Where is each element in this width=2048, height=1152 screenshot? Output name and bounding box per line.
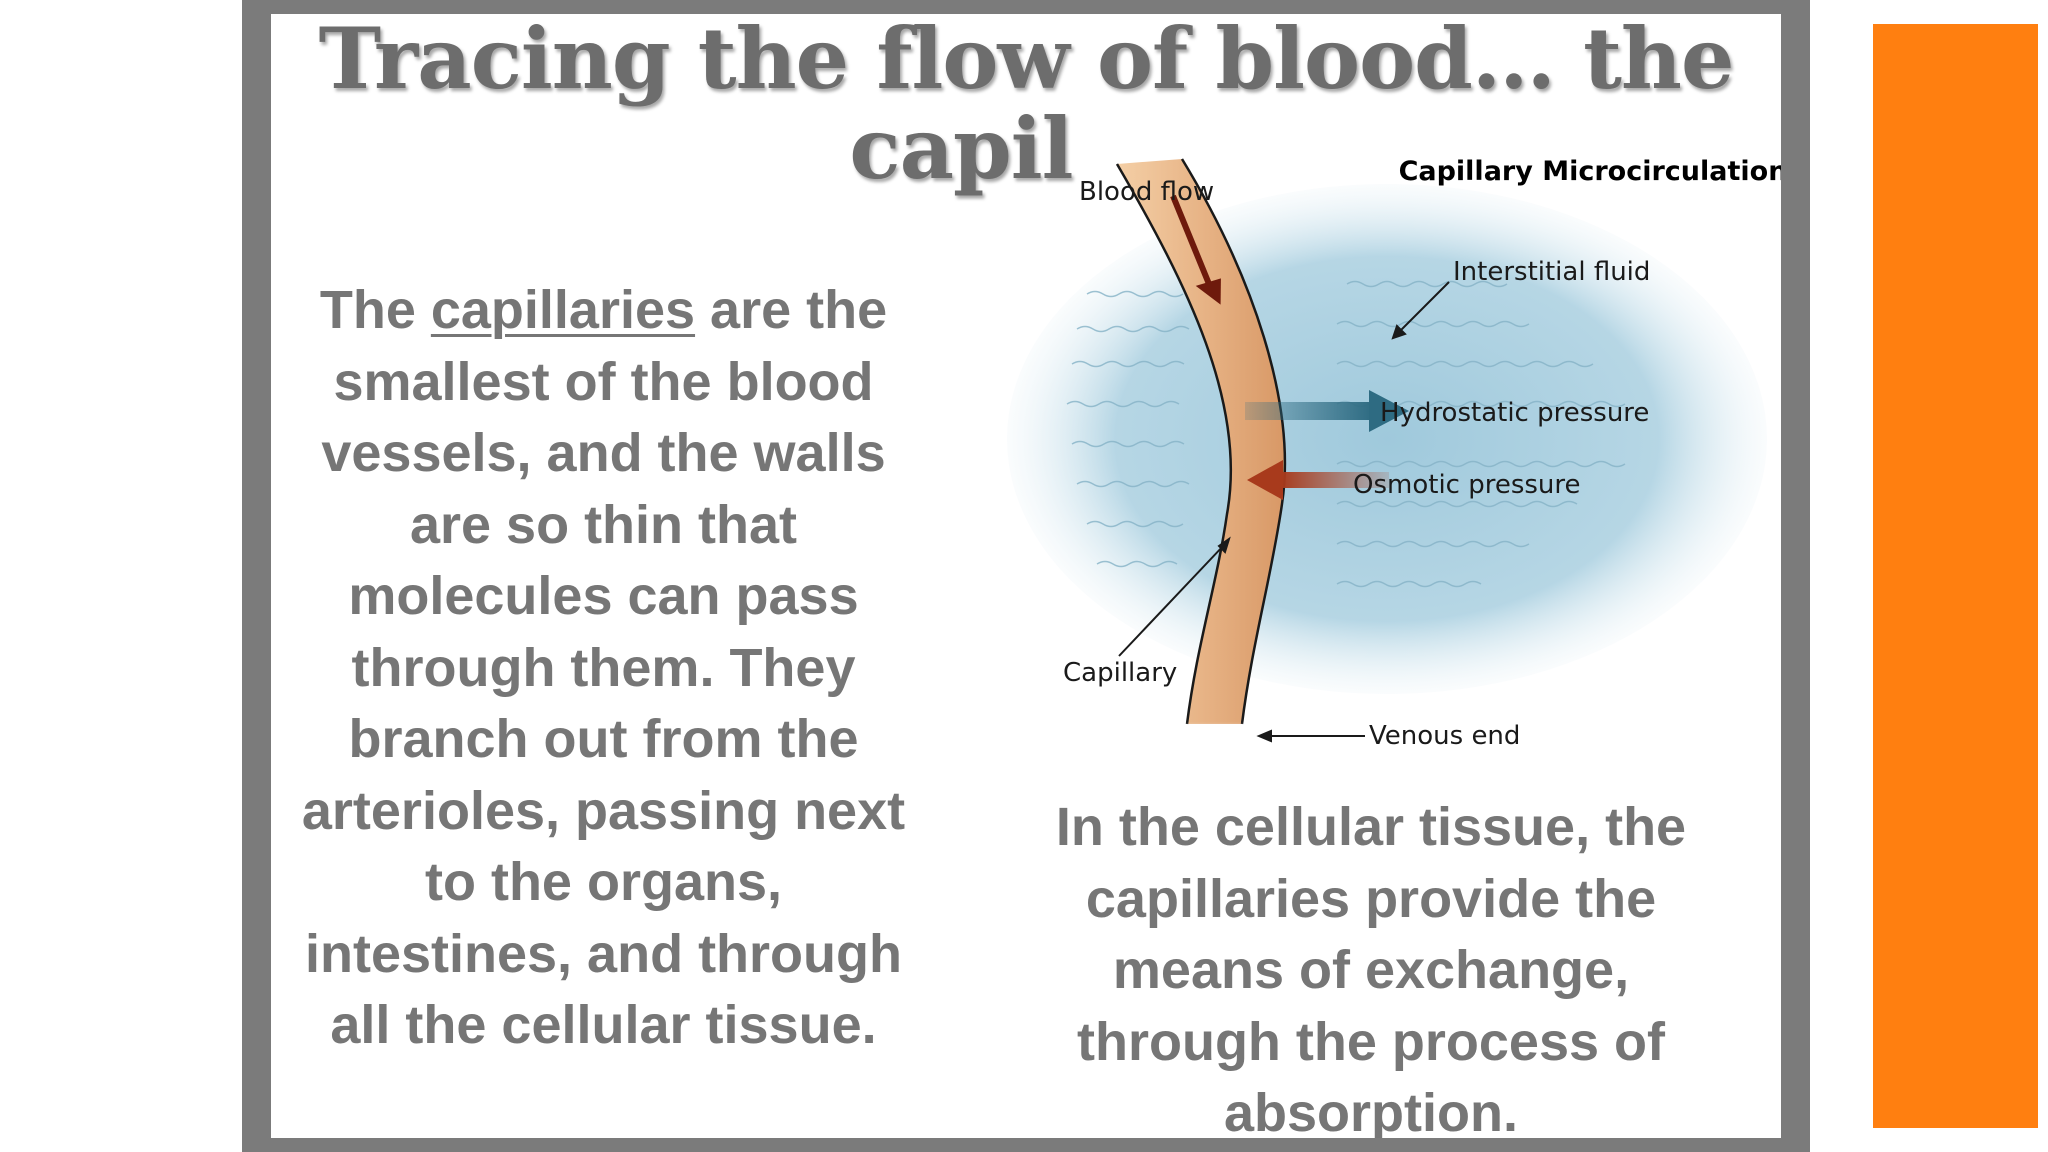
interstitial-fluid-label: Interstitial fluid (1453, 257, 1650, 287)
title-line-2: capil (849, 99, 1073, 198)
label-pointers (1118, 281, 1450, 743)
venous-end-label: Venous end (1369, 721, 1520, 751)
capillary-microcirculation-diagram: Capillary Microcirculation Blood flow In… (997, 134, 1781, 774)
fluid-wave-lines (1066, 280, 1626, 588)
description-body: are the smallest of the blood vessels, a… (301, 280, 906, 1055)
accent-bar (1873, 24, 2038, 1128)
hydrostatic-pressure-arrow (1245, 390, 1409, 432)
capillaries-description: The capillaries are the smallest of the … (291, 275, 916, 1062)
capillaries-link[interactable]: capillaries (430, 280, 696, 340)
osmotic-pressure-arrow (1247, 460, 1389, 500)
capillary-label: Capillary (1063, 658, 1177, 688)
diagram-title: Capillary Microcirculation (1399, 156, 1781, 187)
capillary-fade (1147, 654, 1287, 734)
diagram-svg: Capillary Microcirculation Blood flow In… (1007, 156, 1781, 751)
capillary-wall-left (1115, 163, 1233, 725)
blood-flow-arrow (1170, 194, 1221, 305)
osmotic-pressure-label: Osmotic pressure (1353, 470, 1581, 500)
title-line-1: Tracing the flow of blood… the (318, 14, 1735, 108)
slide-title: Tracing the flow of blood… the capil (271, 14, 1781, 194)
description-lead: The (319, 280, 431, 340)
capillary-vessel (1117, 159, 1285, 724)
hydrostatic-pressure-label: Hydrostatic pressure (1380, 398, 1649, 428)
interstitial-fluid-area (1007, 184, 1767, 694)
exchange-description: In the cellular tissue, the capillaries … (1055, 797, 1687, 1138)
slide: Tracing the flow of blood… the capil The… (271, 14, 1781, 1138)
blood-flow-label: Blood flow (1079, 177, 1214, 207)
